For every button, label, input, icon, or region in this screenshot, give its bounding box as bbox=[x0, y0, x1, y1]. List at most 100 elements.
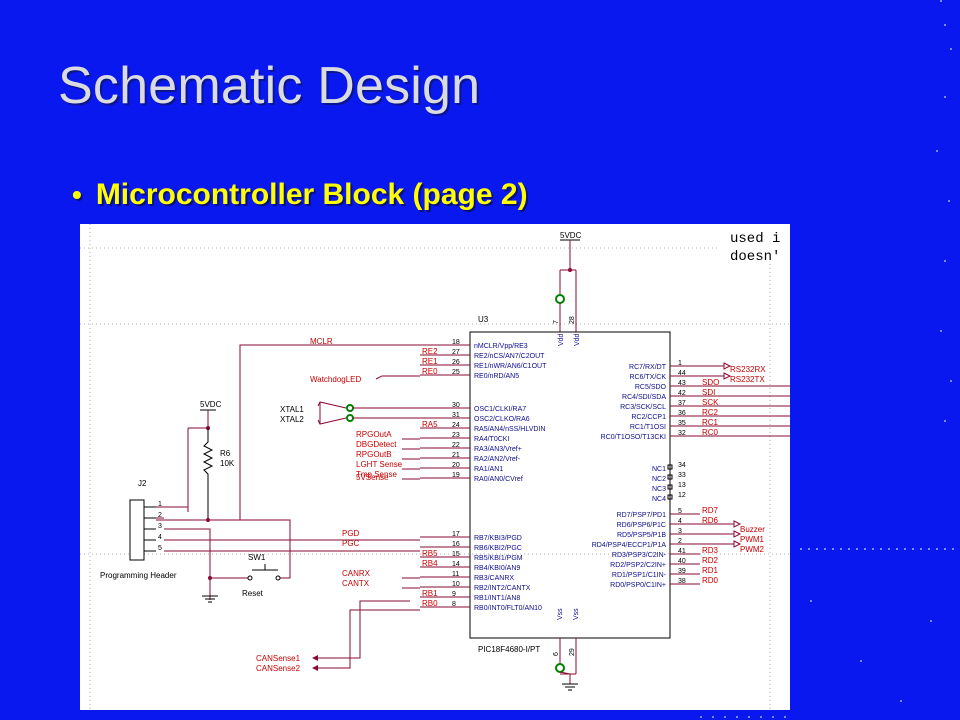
net-label: CANRX bbox=[342, 569, 371, 578]
pin-number: 35 bbox=[678, 420, 686, 427]
pin-number: 36 bbox=[678, 410, 686, 417]
pin-number: 34 bbox=[678, 462, 686, 469]
vss-pin-num-1: 6 bbox=[553, 652, 560, 656]
xtal-connector: XTAL1 XTAL2 bbox=[280, 401, 420, 425]
net-label: RPGOutB bbox=[356, 450, 392, 459]
pin-number: 15 bbox=[452, 551, 460, 558]
resistor-ref: R6 bbox=[220, 449, 231, 458]
bullet-text: Microcontroller Block (page 2) bbox=[95, 178, 528, 211]
pin-name: RC3/SCK/SCL bbox=[620, 404, 666, 411]
net-label: RD3 bbox=[702, 546, 719, 555]
net-label: Tmp Sense bbox=[356, 470, 397, 479]
chip-part: PIC18F4680-I/PT bbox=[478, 645, 540, 654]
schematic-image: used i doesn' 5VDC U3 PIC18F4680-I/PT 7 … bbox=[80, 224, 790, 710]
pin-number: 4 bbox=[678, 518, 682, 525]
pin-name: RE0/nRD/AN5 bbox=[474, 373, 519, 380]
pin-number: 25 bbox=[452, 369, 460, 376]
pin-name: nMCLR/Vpp/RE3 bbox=[474, 343, 528, 350]
pin-name: RC2/CCP1 bbox=[631, 414, 666, 421]
slide-title: Schematic Design bbox=[58, 57, 481, 115]
pin-name: RE1/nWR/AN6/C1OUT bbox=[474, 363, 547, 370]
pin-number: 20 bbox=[452, 462, 460, 469]
nc-marker bbox=[667, 474, 673, 480]
pin-number: 32 bbox=[678, 430, 686, 437]
reset-switch: SW1 Reset bbox=[242, 553, 281, 598]
programming-header: 1 2 3 4 5 J2 Programming Header bbox=[100, 479, 420, 603]
pin-name: RD0/PSP0/C1IN+ bbox=[610, 582, 666, 589]
pin-name: RD3/PSP3/C2IN- bbox=[612, 552, 667, 559]
pin-name: RA0/AN0/CVref bbox=[474, 476, 523, 483]
pin-number: 2 bbox=[678, 538, 682, 545]
pin-name: RD7/PSP7/PD1 bbox=[617, 512, 667, 519]
pin-name: RD1/PSP1/C1IN- bbox=[612, 572, 667, 579]
net-label: CANTX bbox=[342, 579, 370, 588]
net-label: RC1 bbox=[702, 418, 719, 427]
vss-pin-num-2: 29 bbox=[569, 648, 576, 656]
header-pin-4: 4 bbox=[158, 534, 162, 541]
pin-name: RA5/AN4/nSS/HLVDIN bbox=[474, 426, 545, 433]
net-label: SCK bbox=[702, 398, 719, 407]
pin-number: 33 bbox=[678, 472, 686, 479]
pin-name: RD2/PSP2/C2IN+ bbox=[610, 562, 666, 569]
net-label: RC2 bbox=[702, 408, 719, 417]
header-pin-2: 2 bbox=[158, 512, 162, 519]
vdd-pin-name-2: Vdd bbox=[574, 333, 581, 346]
net-label: RPGOutA bbox=[356, 430, 392, 439]
rs232tx-port: RS232TX bbox=[730, 375, 765, 384]
switch-ref: SW1 bbox=[248, 553, 266, 562]
pin-name: RA2/AN2/Vref- bbox=[474, 456, 521, 463]
net-label: PGC bbox=[342, 539, 360, 548]
pin-name: RC4/SDI/SDA bbox=[622, 394, 666, 401]
pin-number: 27 bbox=[452, 349, 460, 356]
pin-name: RB2/INT2/CANTX bbox=[474, 585, 531, 592]
mclr-net bbox=[156, 344, 420, 521]
pin-name: RC6/TX/CK bbox=[629, 374, 666, 381]
pin-number: 1 bbox=[678, 360, 682, 367]
switch-label: Reset bbox=[242, 589, 264, 598]
net-label: RB4 bbox=[422, 559, 438, 568]
net-label: RC0 bbox=[702, 428, 719, 437]
pin-name: RB5/KBI1/PGM bbox=[474, 555, 523, 562]
pin-number: 10 bbox=[452, 581, 460, 588]
vss-ground: Vss Vss 6 29 bbox=[553, 608, 580, 691]
pin-name: NC2 bbox=[652, 476, 666, 483]
vdd-pin-num-1: 7 bbox=[553, 320, 560, 324]
net-label: RE0 bbox=[422, 367, 438, 376]
header-label: Programming Header bbox=[100, 571, 177, 580]
resistor-value: 10K bbox=[220, 459, 235, 468]
chip-ref: U3 bbox=[478, 315, 489, 324]
cansense1-label: CANSense1 bbox=[256, 654, 301, 663]
net-label: RE1 bbox=[422, 357, 438, 366]
pin-name: RB7/KBI3/PGD bbox=[474, 535, 522, 542]
overlay-text-1: used i bbox=[730, 231, 780, 247]
cansense2-label: CANSense2 bbox=[256, 664, 301, 673]
net-label: SDI bbox=[702, 388, 715, 397]
5vsense-label: 5VSense bbox=[356, 473, 389, 482]
pin-number: 24 bbox=[452, 422, 460, 429]
pin-name: NC3 bbox=[652, 486, 666, 493]
net-label: LGHT Sense bbox=[356, 460, 403, 469]
pin-name: RA1/AN1 bbox=[474, 466, 503, 473]
vss-pin-name-2: Vss bbox=[573, 608, 580, 620]
pin-number: 9 bbox=[452, 591, 456, 598]
pin-number: 31 bbox=[452, 412, 460, 419]
pin-number: 8 bbox=[452, 601, 456, 608]
nc-marker bbox=[667, 494, 673, 500]
pin-number: 41 bbox=[678, 548, 686, 555]
pin-name: RC5/SDO bbox=[635, 384, 667, 391]
net-label: RD7 bbox=[702, 506, 719, 515]
pin-number: 30 bbox=[452, 402, 460, 409]
pwm2-port: PWM2 bbox=[740, 545, 765, 554]
pin-number: 17 bbox=[452, 531, 460, 538]
watchdog-port: WatchdogLED bbox=[310, 375, 362, 384]
pin-number: 42 bbox=[678, 390, 686, 397]
schematic-drawing: used i doesn' 5VDC U3 PIC18F4680-I/PT 7 … bbox=[80, 224, 790, 710]
mclr-net-label: MCLR bbox=[310, 337, 333, 346]
nc-marker bbox=[667, 464, 673, 470]
xtal2-label: XTAL2 bbox=[280, 415, 304, 424]
pin-number: 23 bbox=[452, 432, 460, 439]
net-label: RB1 bbox=[422, 589, 438, 598]
pin-number: 19 bbox=[452, 472, 460, 479]
pin-number: 16 bbox=[452, 541, 460, 548]
